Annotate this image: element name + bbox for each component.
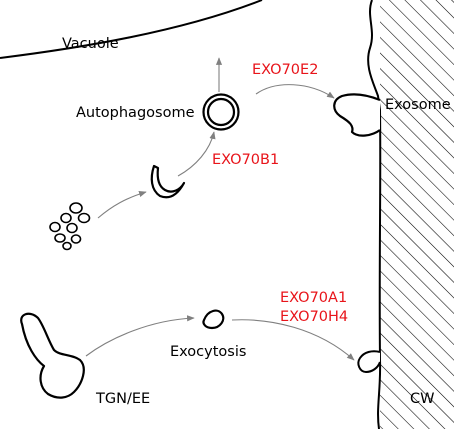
tgn-ee-label: TGN/EE xyxy=(95,391,150,407)
arrow-tgn-to-vesicle xyxy=(85,315,195,357)
arrow-vesicle-to-membrane xyxy=(231,319,355,361)
exocytic-vesicle-icon xyxy=(202,309,225,330)
exosome-vesicle xyxy=(333,93,381,137)
autophagosome-icon xyxy=(202,93,240,131)
protein-label-exo70a1: EXO70A1 xyxy=(280,290,347,306)
vacuole-label: Vacuole xyxy=(62,36,119,52)
vacuole-membrane xyxy=(0,0,263,59)
arrow-cargo-to-phagophore xyxy=(97,191,147,219)
protein-label-exo70e2: EXO70E2 xyxy=(252,62,318,78)
cell-wall-hatched-region xyxy=(380,0,454,429)
protein-label-exo70b1: EXO70B1 xyxy=(212,152,279,168)
exocytosis-label: Exocytosis xyxy=(170,344,246,360)
exosome-label: Exosome xyxy=(385,97,451,113)
exocytosis-fusion-site xyxy=(357,350,381,374)
plasma-membrane-line xyxy=(367,0,382,429)
cargo-cluster-icon xyxy=(49,202,91,251)
cell-wall-label: CW xyxy=(410,391,434,407)
tgn-ee-compartment xyxy=(20,312,85,399)
phagophore-icon xyxy=(150,164,186,199)
cell-wall-inner-fill xyxy=(0,0,380,429)
arrow-autophagosome-to-exosome xyxy=(255,84,335,99)
arrow-phagophore-to-autophagosome xyxy=(177,131,216,177)
autophagosome-label: Autophagosome xyxy=(76,105,195,121)
protein-label-exo70h4: EXO70H4 xyxy=(280,309,348,325)
